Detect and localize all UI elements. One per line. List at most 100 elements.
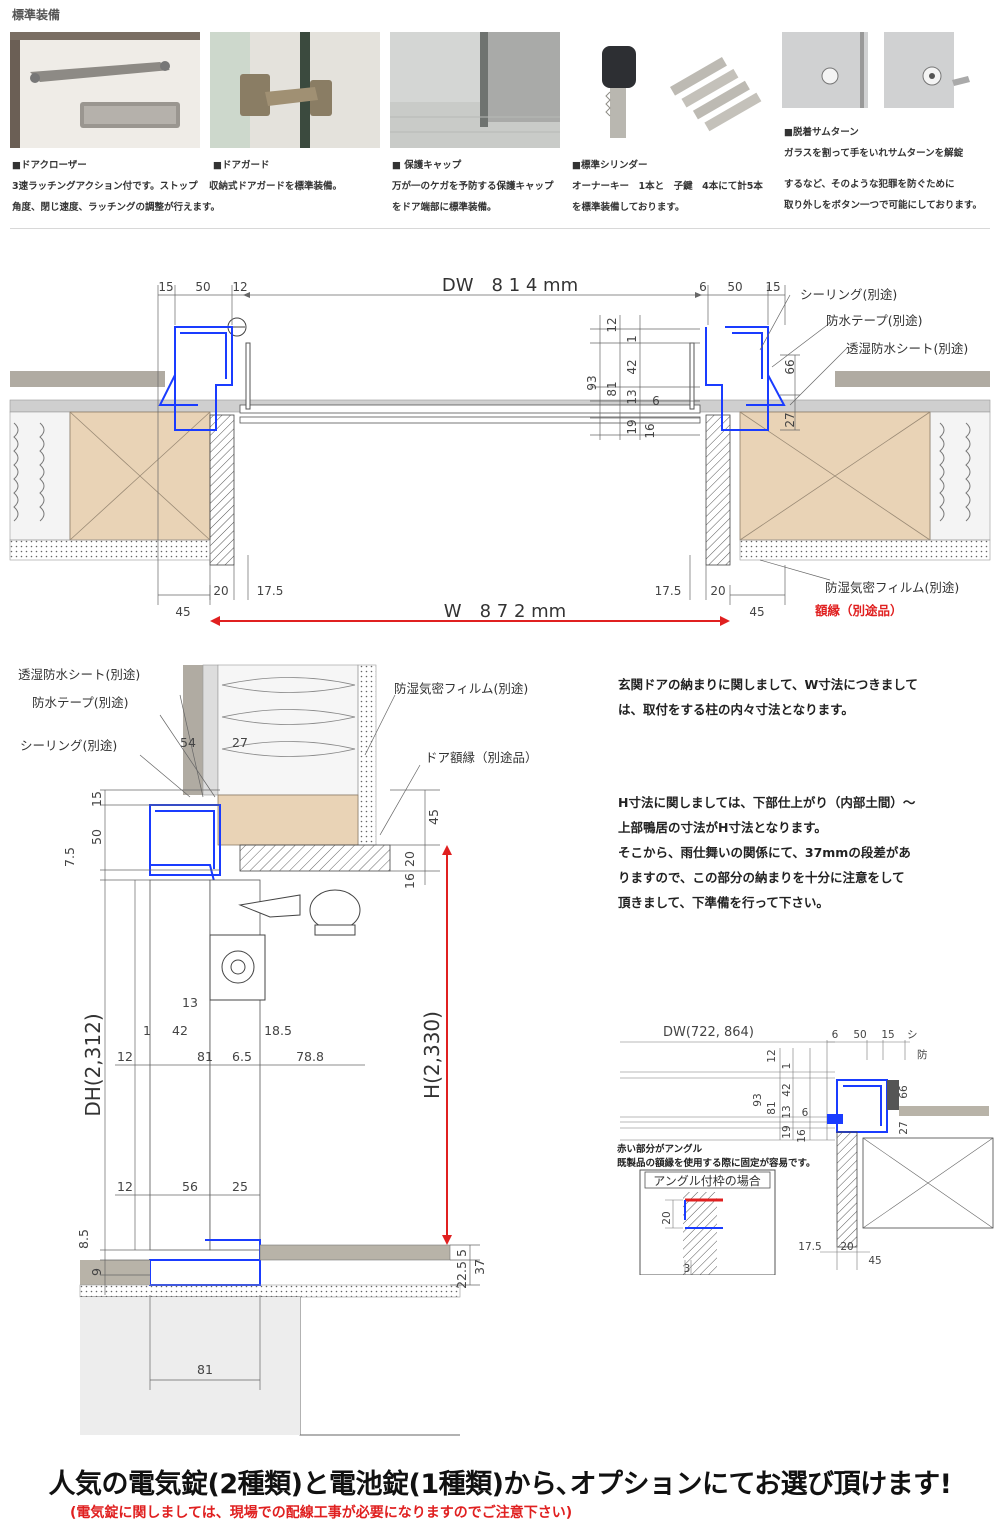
dim: 12 xyxy=(766,1049,778,1062)
dim: 20 xyxy=(661,1211,673,1224)
label-moisture-sheet: 透湿防水シート(別途) xyxy=(18,667,140,682)
caption-protective-cap: ■ 保護キャップ 万が一のケガを予防する保護キャップ をドア端部に標準装備。 xyxy=(392,155,554,218)
angle-detail-bottom-dims: 17.5 20 45 xyxy=(798,1241,882,1270)
label-moisture-sheet: 透湿防水シート(別途) xyxy=(846,341,968,356)
dim: 3 xyxy=(684,1263,691,1275)
note-line: 玄関ドアの納まりに関しまして、W寸法につきまして xyxy=(618,677,918,692)
caption-line: するなど、そのような犯罪を防ぐために xyxy=(784,179,955,190)
dim: 8.5 xyxy=(76,1229,91,1249)
dim: 17.5 xyxy=(655,584,682,598)
dim: 15 xyxy=(158,280,173,294)
section-divider xyxy=(10,228,990,229)
caption-title: ■ドアガード xyxy=(213,160,270,171)
dim: 42 xyxy=(172,1023,188,1038)
door-guard-photo xyxy=(210,32,380,148)
dim: 12 xyxy=(117,1179,133,1194)
caption-title: ■標準シリンダー xyxy=(572,160,648,171)
angle-box-title: アングル付枠の場合 xyxy=(653,1173,761,1188)
dim: 18.5 xyxy=(264,1023,292,1038)
caption-title: ■ドアクローザー xyxy=(12,160,87,171)
section-title: 標準装備 xyxy=(12,8,61,22)
dim: 81 xyxy=(197,1049,213,1064)
frag-label: シ xyxy=(907,1029,918,1041)
dim: 17.5 xyxy=(257,584,284,598)
dim: 50 xyxy=(195,280,210,294)
dim: 6 xyxy=(802,1107,809,1119)
dim: 78.8 xyxy=(296,1049,324,1064)
h-dimension-arrow xyxy=(442,845,452,1245)
dh-label: DH(2,312) xyxy=(81,1013,105,1116)
dim: 93 xyxy=(752,1093,764,1106)
thumb-turn-photo xyxy=(782,32,990,148)
frame-left xyxy=(158,326,233,431)
dim: 50 xyxy=(89,829,104,845)
note-h-dimension: H寸法に関しましては、下部仕上がり（内部土間）～ 上部鴨居の寸法がH寸法となりま… xyxy=(618,790,915,915)
dim: 27 xyxy=(783,412,797,427)
insulation-left xyxy=(9,411,71,541)
insulation-right xyxy=(929,411,991,541)
dim: 5 xyxy=(454,1249,469,1257)
dim: 15 xyxy=(765,280,780,294)
dim: 13 xyxy=(625,389,639,404)
electric-lock-caution: (電気錠に関しましては、現場での配線工事が必要になりますのでご注意下さい) xyxy=(70,1505,573,1521)
dim: 25 xyxy=(232,1179,248,1194)
dim: 93 xyxy=(585,375,599,390)
angle-note-line: 既製品の額縁を使用する際に固定が容易です。 xyxy=(617,1157,816,1169)
note-line: 上部鴨居の寸法がH寸法となります。 xyxy=(618,820,827,835)
caption-line: 収納式ドアガードを標準装備。 xyxy=(209,181,343,192)
dim: 45 xyxy=(426,809,441,825)
w-label: W 8 7 2 mm xyxy=(444,601,566,622)
note-line: は、取付をする柱の内々寸法となります。 xyxy=(618,702,854,717)
dim: 13 xyxy=(182,995,198,1010)
caption-line: 3速ラッチングアクション付です。ストップ xyxy=(12,181,198,192)
dim: 19 xyxy=(781,1125,793,1138)
door-closer-photo xyxy=(10,32,200,148)
dim: 6 xyxy=(652,394,660,408)
angle-detail-diagram: DW(722, 864) 6 50 15 シ 防 12 1 42 93 81 1… xyxy=(617,1025,994,1275)
dim: 20 xyxy=(840,1241,853,1253)
dim: 22.5 xyxy=(454,1261,469,1289)
caption-line: 取り外しをボタン一つで可能にしております。 xyxy=(784,200,982,211)
label-waterproof-tape: 防水テープ(別途) xyxy=(826,313,923,328)
dim: 6 xyxy=(832,1029,839,1041)
dim: 12 xyxy=(605,317,619,332)
dim: 50 xyxy=(727,280,742,294)
section-view-diagram: 透湿防水シート(別途) 防水テープ(別途) シーリング(別途) 防湿気密フィルム… xyxy=(18,664,538,1436)
note-line: そこから、雨仕舞いの関係にて、37mmの段差があ xyxy=(618,845,911,860)
dim: 42 xyxy=(625,359,639,374)
label-door-frame: ドア額縁（別途品） xyxy=(425,750,538,765)
caption-cylinder: ■標準シリンダー オーナーキー 1本と 子鍵 4本にて計5本 を標準装備しており… xyxy=(572,155,763,218)
dim: 1 xyxy=(781,1063,793,1070)
dim: 15 xyxy=(881,1029,894,1041)
label-frame: 額縁（別途品） xyxy=(814,603,903,618)
dim: 20 xyxy=(402,851,417,867)
dim: 15 xyxy=(89,791,104,807)
frame-right xyxy=(705,326,786,431)
w-dimension-arrow xyxy=(210,616,730,626)
note-line: りますので、この部分の納まりを十分に注意をして xyxy=(618,870,905,885)
dim: 81 xyxy=(766,1101,778,1114)
dim: 50 xyxy=(853,1029,866,1041)
dim: 66 xyxy=(783,359,797,374)
dim: 6 xyxy=(699,280,707,294)
label-airtight-film: 防湿気密フィルム(別途) xyxy=(394,681,528,696)
dim: 12 xyxy=(117,1049,133,1064)
dim: 6.5 xyxy=(232,1049,252,1064)
dim: 13 xyxy=(781,1105,793,1118)
caption-line: 角度、閉じ速度、ラッチングの調整が行えます。 xyxy=(12,202,221,213)
dim: 54 xyxy=(180,735,196,750)
label-sealing: シーリング(別途) xyxy=(800,287,897,302)
dim: 66 xyxy=(898,1085,910,1099)
plan-view-diagram: DW 8 1 4 mm W 8 7 2 mm 15 50 12 6 50 15 … xyxy=(9,275,991,626)
dim: 19 xyxy=(625,419,639,434)
dim: 20 xyxy=(710,584,725,598)
key-illustration xyxy=(570,32,770,148)
door-guard-illustration xyxy=(210,32,380,148)
dim: 42 xyxy=(781,1083,793,1096)
dim: 7.5 xyxy=(62,847,77,867)
dim: 81 xyxy=(605,381,619,396)
dim: 16 xyxy=(796,1129,808,1143)
caption-line: を標準装備しております。 xyxy=(572,202,685,213)
dim: 20 xyxy=(213,584,228,598)
label-waterproof-tape: 防水テープ(別途) xyxy=(32,695,129,710)
